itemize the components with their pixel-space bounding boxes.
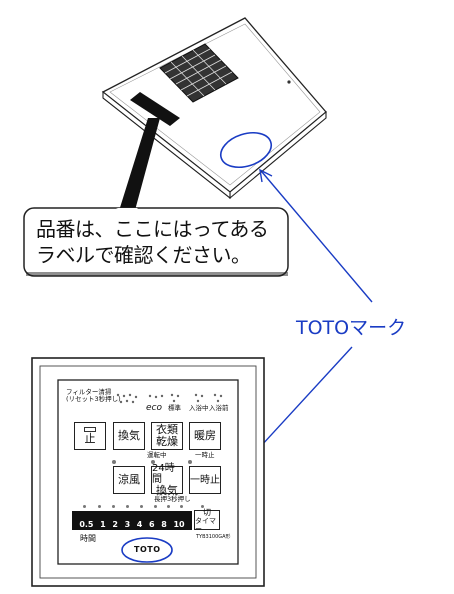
timer-value-6: 8 (161, 520, 167, 529)
callout-line-1: 品番は、ここにはってある (36, 217, 269, 241)
pause-status-label: 一時止 (195, 451, 215, 459)
long-press-label: 長押3秒押し (154, 495, 191, 503)
model-label: TYB3100GA形 (196, 534, 231, 540)
timer-value-0: 0.5 (79, 520, 94, 529)
toto-mark-highlight-unit (219, 131, 273, 169)
timer-value-5: 6 (149, 520, 155, 529)
eco-label: eco (146, 403, 162, 413)
product-label-strip (130, 92, 180, 126)
timer-scale-bar[interactable]: 0.5 1 2 3 4 6 8 10 (72, 511, 192, 530)
cool-breeze-button[interactable]: 涼風 (113, 466, 145, 494)
callout-line-2: ラベルで確認ください。 (36, 243, 251, 267)
unit-edge-highlight (102, 97, 231, 199)
before-bath-label: 入浴中 (189, 404, 209, 412)
label-pointer (118, 118, 160, 214)
ventilation-24h-button[interactable]: 24時間 換気 (151, 463, 183, 497)
stop-indicator (84, 427, 96, 432)
stop-button[interactable]: 止 (74, 422, 106, 450)
timer-value-4: 4 (136, 520, 143, 529)
toto-logo: TOTO (134, 545, 161, 554)
callout-shadow (26, 272, 288, 276)
top-indicator-dots (116, 393, 223, 404)
timer-value-2: 2 (112, 520, 118, 529)
arrow-head-unit (259, 168, 273, 183)
timer-value-7: 10 (173, 520, 185, 529)
ventilate-button[interactable]: 換気 (113, 422, 145, 450)
pause-button[interactable]: 一時止 (189, 466, 221, 494)
standard-label: 標準 (168, 404, 181, 412)
after-bath-label: 入浴前 (209, 404, 229, 412)
toto-mark-label: TOTOマーク (296, 317, 407, 339)
callout-text: 品番は、ここにはってある ラベルで確認ください。 (24, 208, 288, 276)
filter-clean-label: フィルター清掃 (リセット3秒押し) (66, 388, 121, 403)
running-label: 運転中 (147, 451, 167, 459)
time-label: 時間 (80, 534, 96, 543)
timer-value-1: 1 (100, 520, 106, 529)
arrow-line-unit (261, 171, 373, 303)
ventilation-24h-lamp (151, 460, 155, 464)
grille-lines (164, 48, 233, 97)
callout-pointer-notch (116, 208, 138, 214)
toto-mark-highlight-panel (121, 537, 173, 563)
unit-screw (287, 80, 291, 84)
clothes-dry-button[interactable]: 衣類 乾燥 (151, 422, 183, 450)
pause-lamp (188, 460, 192, 464)
cool-lamp (112, 460, 116, 464)
heating-button[interactable]: 暖房 (189, 422, 221, 450)
timer-off-button[interactable]: 切 タイマー (194, 508, 220, 533)
timer-value-3: 3 (124, 520, 131, 529)
